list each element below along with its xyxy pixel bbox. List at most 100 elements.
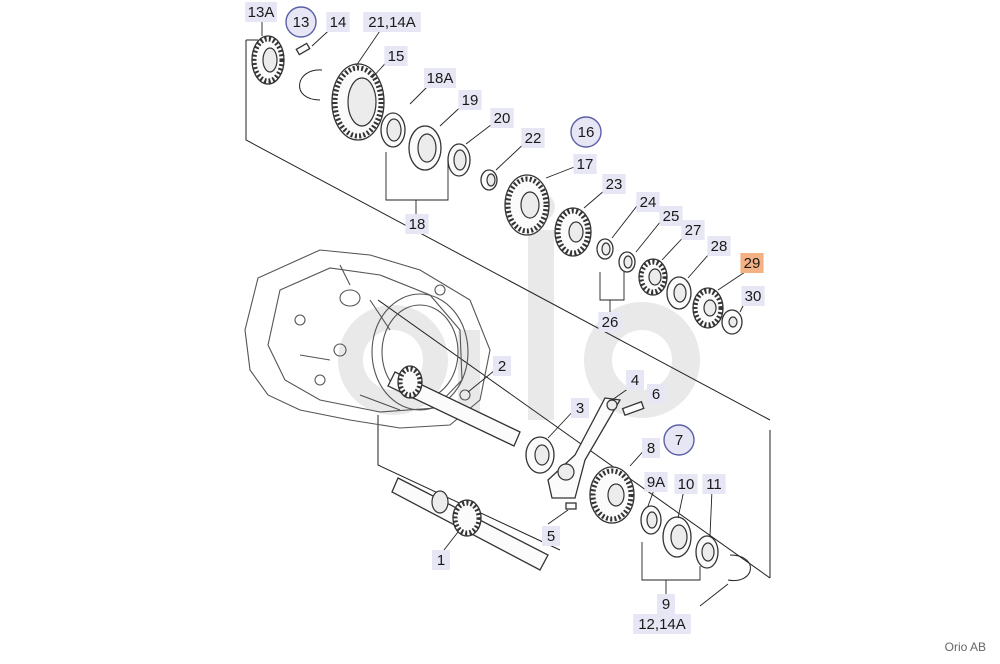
callout-2: 2	[493, 356, 511, 376]
part-6-bolt	[621, 400, 645, 417]
callout-box	[647, 384, 665, 404]
callout-box	[674, 474, 698, 494]
part-2-shaft	[387, 365, 521, 447]
part-1-shaft	[391, 477, 549, 571]
callout-label: 19	[462, 92, 479, 109]
part-13a-gear	[251, 35, 285, 85]
callout-box	[363, 12, 421, 32]
callout-label: 4	[631, 372, 639, 389]
callout-label: 20	[494, 110, 511, 127]
callout-box	[490, 108, 514, 128]
callout-18a: 18A	[424, 68, 456, 88]
callout-box	[642, 438, 660, 458]
callout-box	[458, 90, 482, 110]
callout-24: 24	[636, 192, 660, 212]
callout-box	[542, 526, 560, 546]
callout-box	[602, 174, 626, 194]
callout-box	[636, 192, 660, 212]
callout-label: 5	[547, 528, 555, 545]
callout-25: 25	[659, 206, 683, 226]
callout-label: 27	[685, 222, 702, 239]
callout-box	[702, 474, 726, 494]
callout-30: 30	[741, 286, 765, 306]
callout-label: 3	[576, 400, 584, 417]
part-23-gear	[554, 207, 592, 257]
callout-box	[432, 550, 450, 570]
callout-label: 14	[330, 14, 347, 31]
copyright-text: Orio AB	[944, 640, 986, 654]
callout-label: 29	[744, 255, 761, 272]
callout-box	[707, 236, 731, 256]
callout-label: 6	[652, 386, 660, 403]
callout-15: 15	[384, 46, 408, 66]
callout-circle	[570, 116, 602, 148]
callout-box	[571, 398, 589, 418]
callout-label: 25	[663, 208, 680, 225]
callout-label: 22	[525, 130, 542, 147]
callout-26: 26	[598, 312, 622, 332]
part-10-synchro	[662, 516, 692, 558]
callout-box	[521, 128, 545, 148]
callout-label: 7	[675, 432, 683, 449]
callout-10: 10	[674, 474, 698, 494]
callout-label: 13A	[248, 4, 275, 21]
callout-4: 4	[626, 370, 644, 390]
callout-label: 13	[293, 14, 310, 31]
callout-label: 11	[706, 476, 722, 493]
callout-9: 9	[657, 594, 675, 614]
part-29-gear	[692, 287, 724, 329]
part-13-snap-ring	[299, 69, 323, 101]
callout-11: 11	[702, 474, 726, 494]
callout-box	[384, 46, 408, 66]
callout-23: 23	[602, 174, 626, 194]
callout-box	[659, 206, 683, 226]
callout-label: 17	[577, 156, 594, 173]
part-4-bracket	[547, 397, 622, 499]
callout-12-14a: 12,14A	[633, 614, 691, 634]
callout-label: 9	[662, 596, 670, 613]
callout-27: 27	[681, 220, 705, 240]
callout-6: 6	[647, 384, 665, 404]
callout-5: 5	[542, 526, 560, 546]
callout-label: 2	[498, 358, 506, 375]
callout-label: 1	[437, 552, 445, 569]
callout-box	[657, 594, 675, 614]
callout-label: 12,14A	[638, 616, 686, 633]
callout-box	[424, 68, 456, 88]
part-17-gear	[504, 174, 550, 236]
part-27-gear	[638, 258, 668, 296]
callout-label: 9A	[647, 474, 665, 491]
callout-label: 8	[647, 440, 655, 457]
callout-box	[626, 370, 644, 390]
part-18a-ring	[380, 112, 406, 148]
part-8-gear	[589, 466, 635, 524]
callout-box	[633, 614, 691, 634]
callout-box	[598, 312, 622, 332]
callout-19: 19	[458, 90, 482, 110]
part-3-bearing	[525, 436, 555, 474]
part-11-ring	[695, 535, 719, 569]
callout-20: 20	[490, 108, 514, 128]
callout-label: 16	[578, 124, 595, 141]
callout-box	[740, 253, 764, 273]
callout-21-14a: 21,14A	[363, 12, 421, 32]
callout-label: 18A	[427, 70, 454, 87]
part-20-ring	[447, 143, 471, 177]
callout-8: 8	[642, 438, 660, 458]
callout-label: 26	[602, 314, 619, 331]
callout-label: 15	[388, 48, 405, 65]
callout-label: 28	[711, 238, 728, 255]
callout-box	[493, 356, 511, 376]
callout-label: 24	[640, 194, 657, 211]
part-5-bolt	[565, 502, 577, 510]
callout-18: 18	[405, 214, 429, 234]
callout-circle	[285, 6, 317, 38]
callout-label: 21,14A	[368, 14, 416, 31]
callout-circle	[663, 424, 695, 456]
part-14-pin	[295, 42, 311, 56]
callout-label: 23	[606, 176, 623, 193]
callout-label: 10	[678, 476, 695, 493]
callout-box	[405, 214, 429, 234]
